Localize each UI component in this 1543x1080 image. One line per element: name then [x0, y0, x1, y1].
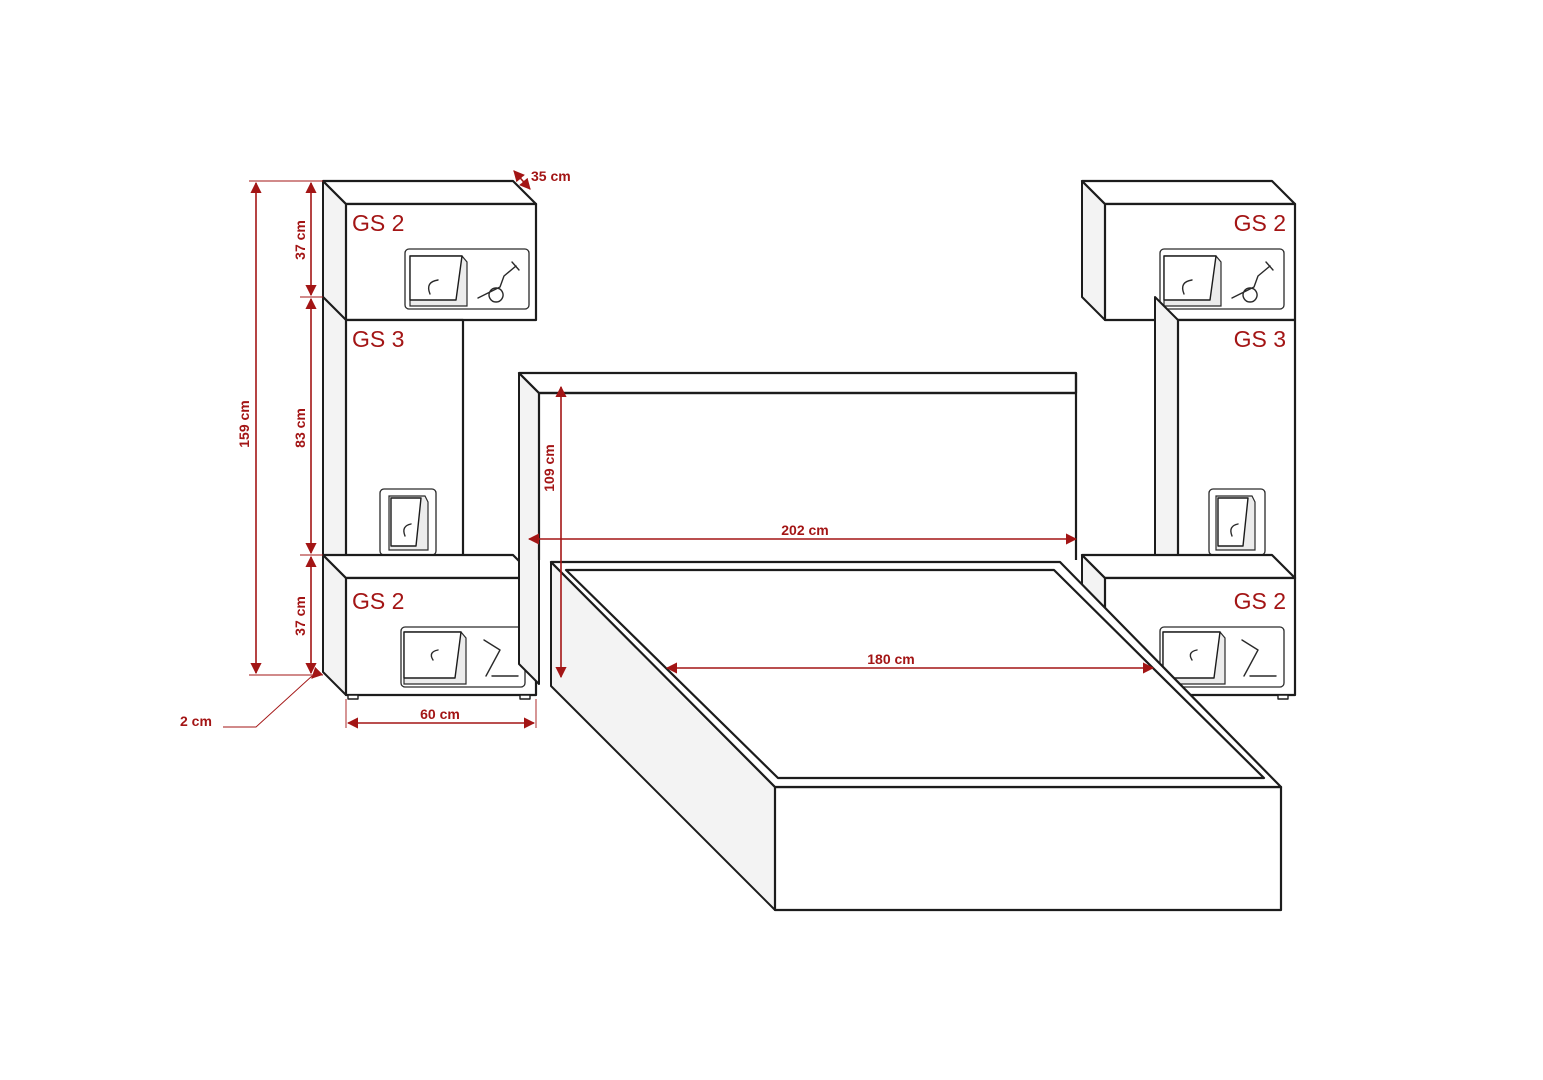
- drawer-icon: [403, 631, 467, 685]
- right-mid-module: [1154, 296, 1297, 580]
- drawer-icon: [1215, 495, 1256, 551]
- left-top-module: [321, 179, 538, 322]
- drawer-icon: [388, 495, 429, 551]
- mid-height-label: 83 cm: [292, 408, 308, 448]
- bed-width-label: 180 cm: [867, 651, 914, 667]
- right-top-module-label: GS 2: [1234, 210, 1286, 236]
- dimension-labels: 35 cm 159 cm 37 cm 83 cm 37 cm 2 cm 60 c…: [180, 168, 915, 729]
- total-height-label: 159 cm: [236, 400, 252, 447]
- left-mid-module: [322, 296, 465, 580]
- depth-dimension: [513, 170, 531, 190]
- dimension-lines: [223, 170, 1155, 729]
- bed: [517, 371, 1283, 912]
- lamp-icon: [483, 639, 519, 677]
- bed-length-label: 202 cm: [781, 522, 828, 538]
- gap-leader: [223, 675, 313, 728]
- left-top-module-label: GS 2: [352, 210, 404, 236]
- headboard: [517, 371, 1078, 685]
- bottom-height-label: 37 cm: [292, 596, 308, 636]
- right-bottom-module-label: GS 2: [1234, 588, 1286, 614]
- right-mid-module-label: GS 3: [1234, 326, 1286, 352]
- lamp-icon: [477, 261, 520, 303]
- gap-label: 2 cm: [180, 713, 212, 729]
- width-label: 60 cm: [420, 706, 460, 722]
- depth-label: 35 cm: [531, 168, 571, 184]
- lamp-icon: [1241, 639, 1277, 677]
- left-bottom-module: [321, 553, 538, 700]
- left-bottom-module-label: GS 2: [352, 588, 404, 614]
- drawer-icon: [1163, 255, 1222, 307]
- right-top-module: [1080, 179, 1297, 322]
- top-height-label: 37 cm: [292, 220, 308, 260]
- drawer-icon: [1162, 631, 1226, 685]
- headboard-height-label: 109 cm: [541, 444, 557, 491]
- drawer-icon: [409, 255, 468, 307]
- left-cabinet-unit: [321, 179, 538, 700]
- module-labels: GS 2 GS 3 GS 2 GS 2 GS 3 GS 2: [352, 210, 1286, 614]
- bed-frame: [549, 560, 1283, 912]
- lamp-icon: [1231, 261, 1274, 303]
- right-cabinet-unit: [1080, 179, 1297, 700]
- left-mid-module-label: GS 3: [352, 326, 404, 352]
- right-bottom-module: [1080, 553, 1297, 700]
